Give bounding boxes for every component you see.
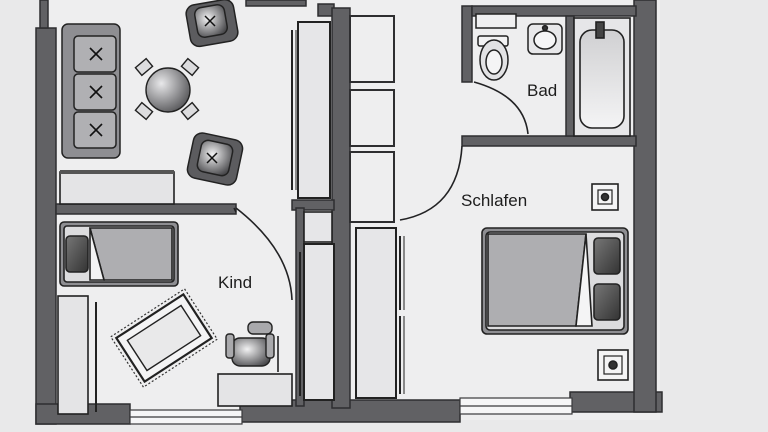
door-swings <box>233 81 529 301</box>
desk-chair-icon <box>225 321 275 367</box>
toilet-icon <box>477 35 509 81</box>
room-label-schlafen: Schlafen <box>461 191 527 210</box>
room-label-bad: Bad <box>527 81 557 100</box>
desk-kind <box>217 336 293 407</box>
plant-icon <box>591 183 619 211</box>
wardrobe-kind <box>299 211 335 401</box>
washbasin-icon <box>527 23 563 55</box>
windows <box>129 397 573 425</box>
bed-icon <box>59 221 179 287</box>
corridor-cabinets <box>349 15 395 223</box>
wardrobe-schlafen <box>355 227 405 399</box>
armchair-icon <box>185 0 239 48</box>
round-table-icon <box>134 57 200 121</box>
sideboard <box>59 170 175 205</box>
bad-shelf <box>475 13 517 29</box>
room-label-kind: Kind <box>218 273 252 292</box>
bed-icon <box>481 227 629 335</box>
rug-icon <box>109 288 219 388</box>
plant-icon <box>597 349 629 381</box>
bathtub-icon <box>573 17 631 137</box>
sofa-icon <box>61 23 121 159</box>
wardrobe-living <box>291 21 331 199</box>
desk-left <box>57 295 97 415</box>
armchair-icon <box>186 132 244 186</box>
